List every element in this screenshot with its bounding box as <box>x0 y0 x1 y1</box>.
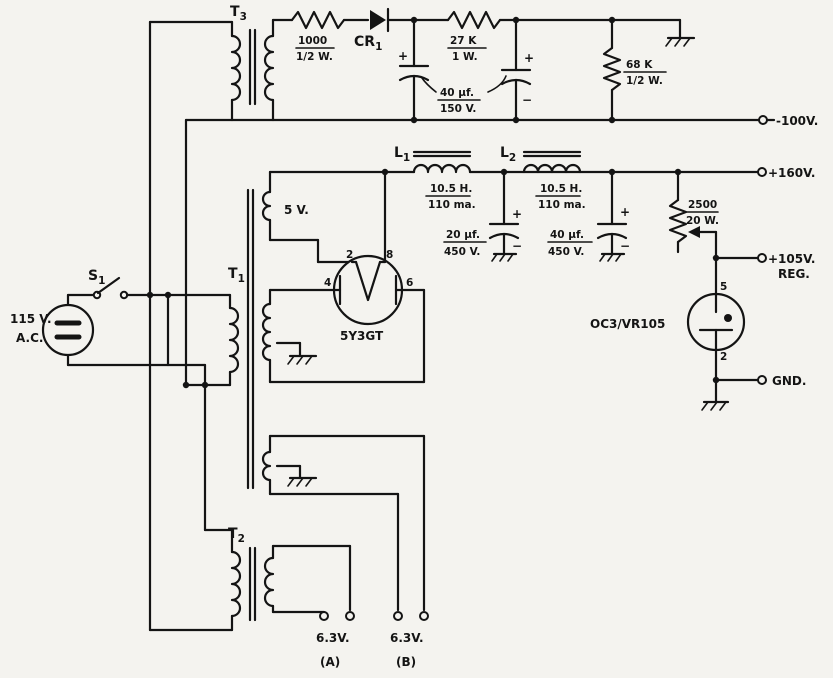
ac-type-label: A.C. <box>16 331 43 345</box>
wiper-arrow-icon <box>688 226 700 238</box>
c40b-plus-label: + <box>620 205 630 219</box>
pin8-label: 8 <box>386 249 393 261</box>
v5-label: 5 V. <box>284 203 309 217</box>
t1-label: T1 <box>228 266 245 285</box>
r1000-value-label: 1000 <box>298 35 327 47</box>
rectifier-tube-icon <box>332 254 404 326</box>
fil-a-volts-label: 6.3V. <box>316 631 350 645</box>
terminal-fil-b-1[interactable] <box>393 611 403 621</box>
c1-plus-label: + <box>398 49 408 63</box>
positive-160v-filter: L1 10.5 H. 110 ma. L2 10.5 H. 110 ma. + … <box>383 145 815 262</box>
r27k-value-label: 27 K <box>450 35 477 47</box>
c20-plus-label: + <box>512 207 522 221</box>
l2-rating-label: 110 ma. <box>538 199 586 211</box>
ac-plug-icon <box>41 303 95 357</box>
terminal-pos105v[interactable] <box>757 253 767 263</box>
t3-label: T3 <box>230 4 247 23</box>
transformer-t2: T2 <box>228 526 352 632</box>
r2500-value-label: 2500 <box>688 199 717 211</box>
transformer-t1: T1 5 V. <box>228 170 426 612</box>
reg-output-label: REG. <box>778 267 810 281</box>
pin6-label: 6 <box>406 277 413 289</box>
primary-bus-wiring <box>146 20 762 632</box>
voltage-regulator: 2500 20 W. +105V. REG. 5 2 OC3/VR105 GND… <box>590 170 815 411</box>
terminal-fil-b-2[interactable] <box>419 611 429 621</box>
t2-label: T2 <box>228 526 245 545</box>
l1-rating-label: 110 ma. <box>428 199 476 211</box>
c20-minus-label: − <box>512 239 522 253</box>
terminal-fil-a-2[interactable] <box>345 611 355 621</box>
reg-pin2-label: 2 <box>720 351 727 363</box>
terminal-neg100v[interactable] <box>758 115 768 125</box>
l1-label: L1 <box>394 145 410 164</box>
c40-rating-label: 150 V. <box>440 103 476 115</box>
tube-type-label: 5Y3GT <box>340 329 384 343</box>
l2-label: L2 <box>500 145 516 164</box>
fil-a-label: (A) <box>320 655 340 669</box>
s1-label: S1 <box>88 268 105 287</box>
neg100v-output-label: -100V. <box>776 114 818 128</box>
c40b-minus-label: − <box>620 239 630 253</box>
r68k-rating-label: 1/2 W. <box>626 75 663 87</box>
ac-volts-label: 115 V. <box>10 312 52 326</box>
r2500-rating-label: 20 W. <box>686 215 719 227</box>
diode-cr1-icon <box>370 10 386 30</box>
l1-value-label: 10.5 H. <box>430 183 472 195</box>
switch-s1: S1 <box>88 268 232 300</box>
pos105v-output-label: +105V. <box>768 252 815 266</box>
terminal-gnd[interactable] <box>757 375 767 385</box>
negative-100v-supply: 1000 1/2 W. CR1 27 K 1 W. + + − <box>290 7 818 128</box>
fil-b-label: (B) <box>396 655 416 669</box>
c2-minus-label: − <box>522 93 532 107</box>
c20-value-label: 20 µf. <box>446 229 480 241</box>
gnd-output-label: GND. <box>772 374 806 388</box>
transformer-t3: T3 <box>230 4 294 122</box>
fil-b-volts-label: 6.3V. <box>390 631 424 645</box>
pin4-label: 4 <box>324 277 331 289</box>
terminal-pos160v[interactable] <box>757 167 767 177</box>
pin2-label: 2 <box>346 249 353 261</box>
c2-plus-label: + <box>524 51 534 65</box>
c40-value-label: 40 µf. <box>440 87 474 99</box>
terminal-fil-a-1[interactable] <box>319 611 329 621</box>
pos160v-output-label: +160V. <box>768 166 815 180</box>
c40b-value-label: 40 µf. <box>550 229 584 241</box>
c40b-rating-label: 450 V. <box>548 246 584 258</box>
filament-outputs: 6.3V. (A) 6.3V. (B) <box>316 611 429 669</box>
r68k-value-label: 68 K <box>626 59 653 71</box>
l2-value-label: 10.5 H. <box>540 183 582 195</box>
reg-tube-type-label: OC3/VR105 <box>590 317 665 331</box>
rectifier-tube-5y3gt: 2 8 4 6 5Y3GT <box>324 168 413 343</box>
r27k-rating-label: 1 W. <box>452 51 478 63</box>
reg-pin5-label: 5 <box>720 281 727 293</box>
cr1-label: CR1 <box>354 34 382 53</box>
r1000-rating-label: 1/2 W. <box>296 51 333 63</box>
mains-input: 115 V. A.C. <box>10 293 207 367</box>
c20-rating-label: 450 V. <box>444 246 480 258</box>
